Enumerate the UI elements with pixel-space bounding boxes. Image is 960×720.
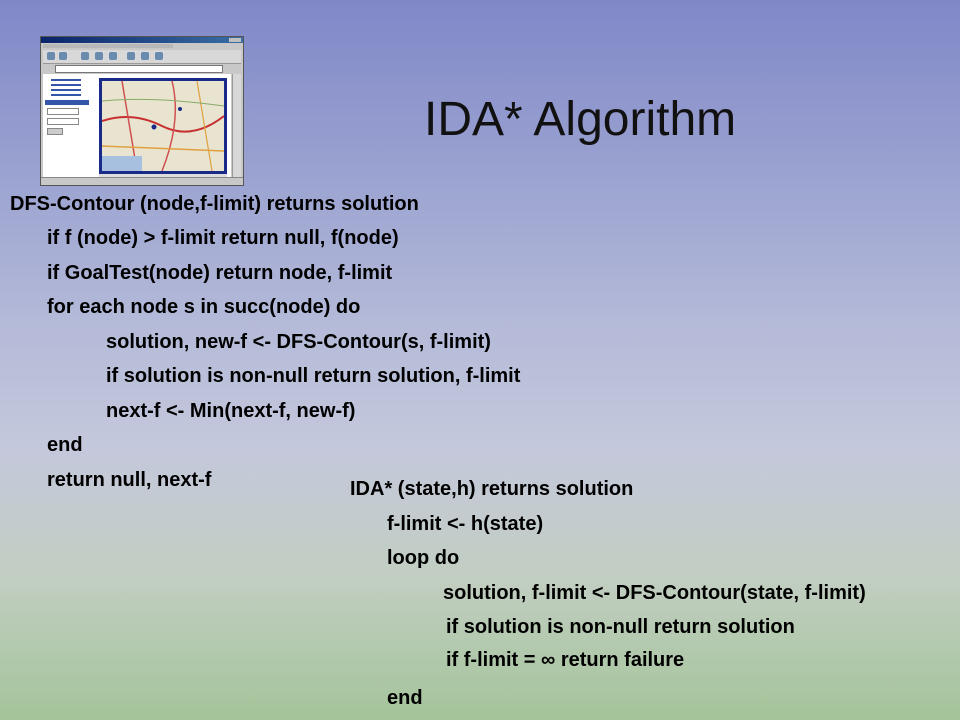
dfs-contour-line: next-f <- Min(next-f, new-f) [106,400,356,422]
ida-star-line: if f-limit = ∞ return failure [446,649,685,671]
dfs-contour-line: return null, next-f [47,469,212,491]
stop-icon [81,52,89,60]
thumbnail-statusbar [41,177,243,185]
ida-star-line: f-limit <- h(state) [387,513,544,535]
history-icon [155,52,163,60]
slide-title: IDA* Algorithm [424,93,737,146]
dfs-contour-line: for each node s in succ(node) do [47,296,361,318]
home-icon [109,52,117,60]
thumbnail-scrollbar [232,74,241,177]
dfs-contour-line: solution, new-f <- DFS-Contour(s, f-limi… [106,331,491,353]
refresh-icon [95,52,103,60]
thumbnail-page [43,74,231,179]
favorites-icon [141,52,149,60]
thumbnail-titlebar [41,37,243,43]
thumbnail-sidebar [45,76,91,175]
dfs-contour-line: if GoalTest(node) return node, f-limit [47,262,393,284]
ida-star-line: end [387,687,423,709]
thumbnail-menubar [43,44,173,48]
ida-star-line: solution, f-limit <- DFS-Contour(state, … [443,582,866,604]
back-icon [47,52,55,60]
ida-star-line: loop do [387,547,460,569]
forward-icon [59,52,67,60]
thumbnail-map-status [99,174,227,179]
browser-screenshot-thumbnail [40,36,244,186]
ida-star-header: IDA* (state,h) returns solution [350,478,634,500]
ida-star-line: if solution is non-null return solution [446,616,795,638]
search-icon [127,52,135,60]
dfs-contour-line: if solution is non-null return solution,… [106,365,521,387]
thumbnail-toolbar [43,50,241,64]
dfs-contour-line: if f (node) > f-limit return null, f(nod… [47,227,399,249]
dfs-contour-line: end [47,434,83,456]
map-icon [99,78,227,174]
dfs-contour-header: DFS-Contour (node,f-limit) returns solut… [10,193,419,215]
thumbnail-address-bar [55,65,223,73]
thumbnail-window-buttons [229,38,241,42]
